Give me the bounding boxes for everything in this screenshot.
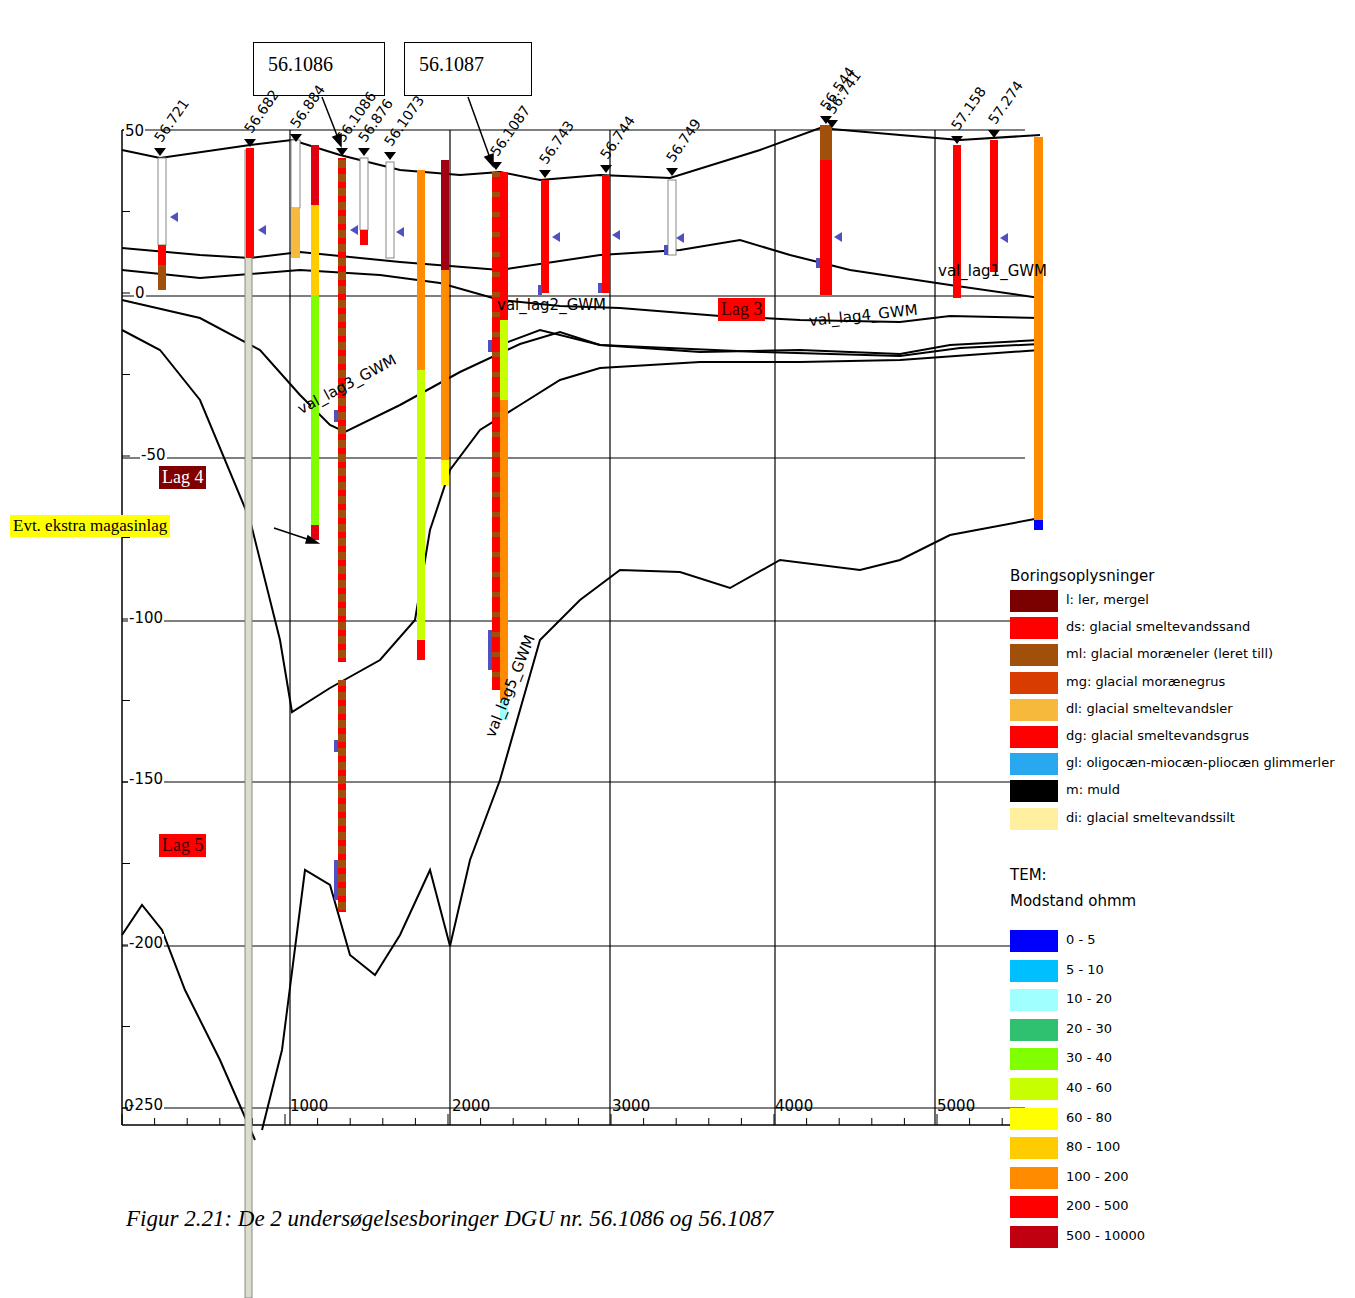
borehole-id: 56.1087 (487, 103, 533, 160)
legend-swatch (1010, 960, 1058, 982)
legend-heading: Modstand ohmm (1010, 892, 1136, 910)
legend-text: 10 - 20 (1066, 991, 1112, 1006)
legend-text: di: glacial smeltevandssilt (1066, 810, 1235, 825)
legend-swatch (1010, 1226, 1058, 1248)
axis-value: 3000 (612, 1097, 650, 1115)
legend-swatch (1010, 672, 1058, 694)
axis-value: 2000 (452, 1097, 490, 1115)
layer-name: val_lag1_GWM (938, 262, 1047, 280)
legend-swatch (1010, 1196, 1058, 1218)
layer-boundaries (122, 128, 1040, 1140)
axis-value: 0 (134, 284, 146, 302)
legend-text: 500 - 10000 (1066, 1228, 1145, 1243)
borehole-id: 56.743 (536, 118, 577, 167)
legend-swatch (1010, 1108, 1058, 1130)
legend-text: 80 - 100 (1066, 1139, 1120, 1154)
axis-value: 0 (124, 1097, 134, 1115)
borehole-id: 57.274 (985, 78, 1026, 127)
layer-tag: Lag 4 (159, 466, 206, 489)
legend-text: m: muld (1066, 782, 1120, 797)
legend-swatch (1010, 989, 1058, 1011)
callout-box: 56.1087 (404, 42, 532, 96)
legend-text: 40 - 60 (1066, 1080, 1112, 1095)
legend-swatch (1010, 590, 1058, 612)
legend-text: ml: glacial moræneler (leret till) (1066, 646, 1273, 661)
leader-arrows (274, 97, 493, 543)
legend-swatch (1010, 1167, 1058, 1189)
legend-swatch (1010, 808, 1058, 830)
node-text: 56.1086 (268, 53, 370, 76)
axis-value: 1000 (290, 1097, 328, 1115)
legend-swatch (1010, 930, 1058, 952)
legend-swatch (1010, 1048, 1058, 1070)
legend-text: ds: glacial smeltevandssand (1066, 619, 1250, 634)
legend-swatch (1010, 617, 1058, 639)
legend-swatch (1010, 726, 1058, 748)
node-text: Evt. ekstra magasinlag (13, 516, 167, 536)
legend-text: 200 - 500 (1066, 1198, 1129, 1213)
node-text: Lag 4 (162, 467, 203, 488)
legend-heading: Boringsoplysninger (1010, 567, 1154, 585)
layer-name: val_lag3_GWM (295, 351, 400, 418)
legend-text: l: ler, mergel (1066, 592, 1149, 607)
legend-text: 0 - 5 (1066, 932, 1096, 947)
grid (122, 130, 1025, 1125)
layer-name: val_lag2_GWM (497, 296, 606, 314)
axis-value: -50 (140, 446, 167, 464)
legend-text: 60 - 80 (1066, 1110, 1112, 1125)
layer-tag: Lag 5 (159, 834, 206, 857)
legend-text: 5 - 10 (1066, 962, 1104, 977)
node-text: Lag 5 (162, 835, 203, 856)
legend-text: 20 - 30 (1066, 1021, 1112, 1036)
axis-value: -100 (128, 609, 164, 627)
highlight-note: Evt. ekstra magasinlag (10, 515, 170, 537)
borehole-id: 56.744 (597, 113, 638, 162)
borehole-id: 57.158 (948, 84, 989, 133)
layer-name: val_lag4_GWM (808, 301, 918, 330)
legend-swatch (1010, 753, 1058, 775)
axis-value: 5000 (937, 1097, 975, 1115)
legend-heading: TEM: (1010, 866, 1047, 884)
node-text: Lag 3 (721, 299, 762, 320)
legend-text: dg: glacial smeltevandsgrus (1066, 728, 1249, 743)
axis-value: 50 (124, 122, 145, 140)
legend-swatch (1010, 1019, 1058, 1041)
legend-swatch (1010, 780, 1058, 802)
borehole-id: 56.749 (663, 116, 704, 165)
layer-tag: Lag 3 (718, 298, 765, 321)
legend-swatch (1010, 1078, 1058, 1100)
axis-value: 4000 (775, 1097, 813, 1115)
borehole-columns (154, 116, 1043, 1298)
legend-swatch (1010, 1137, 1058, 1159)
node-text: 56.1087 (419, 53, 517, 76)
legend-text: 30 - 40 (1066, 1050, 1112, 1065)
borehole-id: 56.721 (151, 96, 192, 145)
legend-text: gl: oligocæn-miocæn-pliocæn glimmerler (1066, 755, 1335, 770)
legend-swatch (1010, 699, 1058, 721)
axis-value: -150 (128, 770, 164, 788)
legend-swatch (1010, 644, 1058, 666)
figure-caption: Figur 2.21: De 2 undersøgelsesboringer D… (126, 1206, 773, 1232)
axis-value: -200 (128, 934, 164, 952)
legend-text: mg: glacial morænegrus (1066, 674, 1225, 689)
legend-text: 100 - 200 (1066, 1169, 1129, 1184)
legend-text: dl: glacial smeltevandsler (1066, 701, 1233, 716)
